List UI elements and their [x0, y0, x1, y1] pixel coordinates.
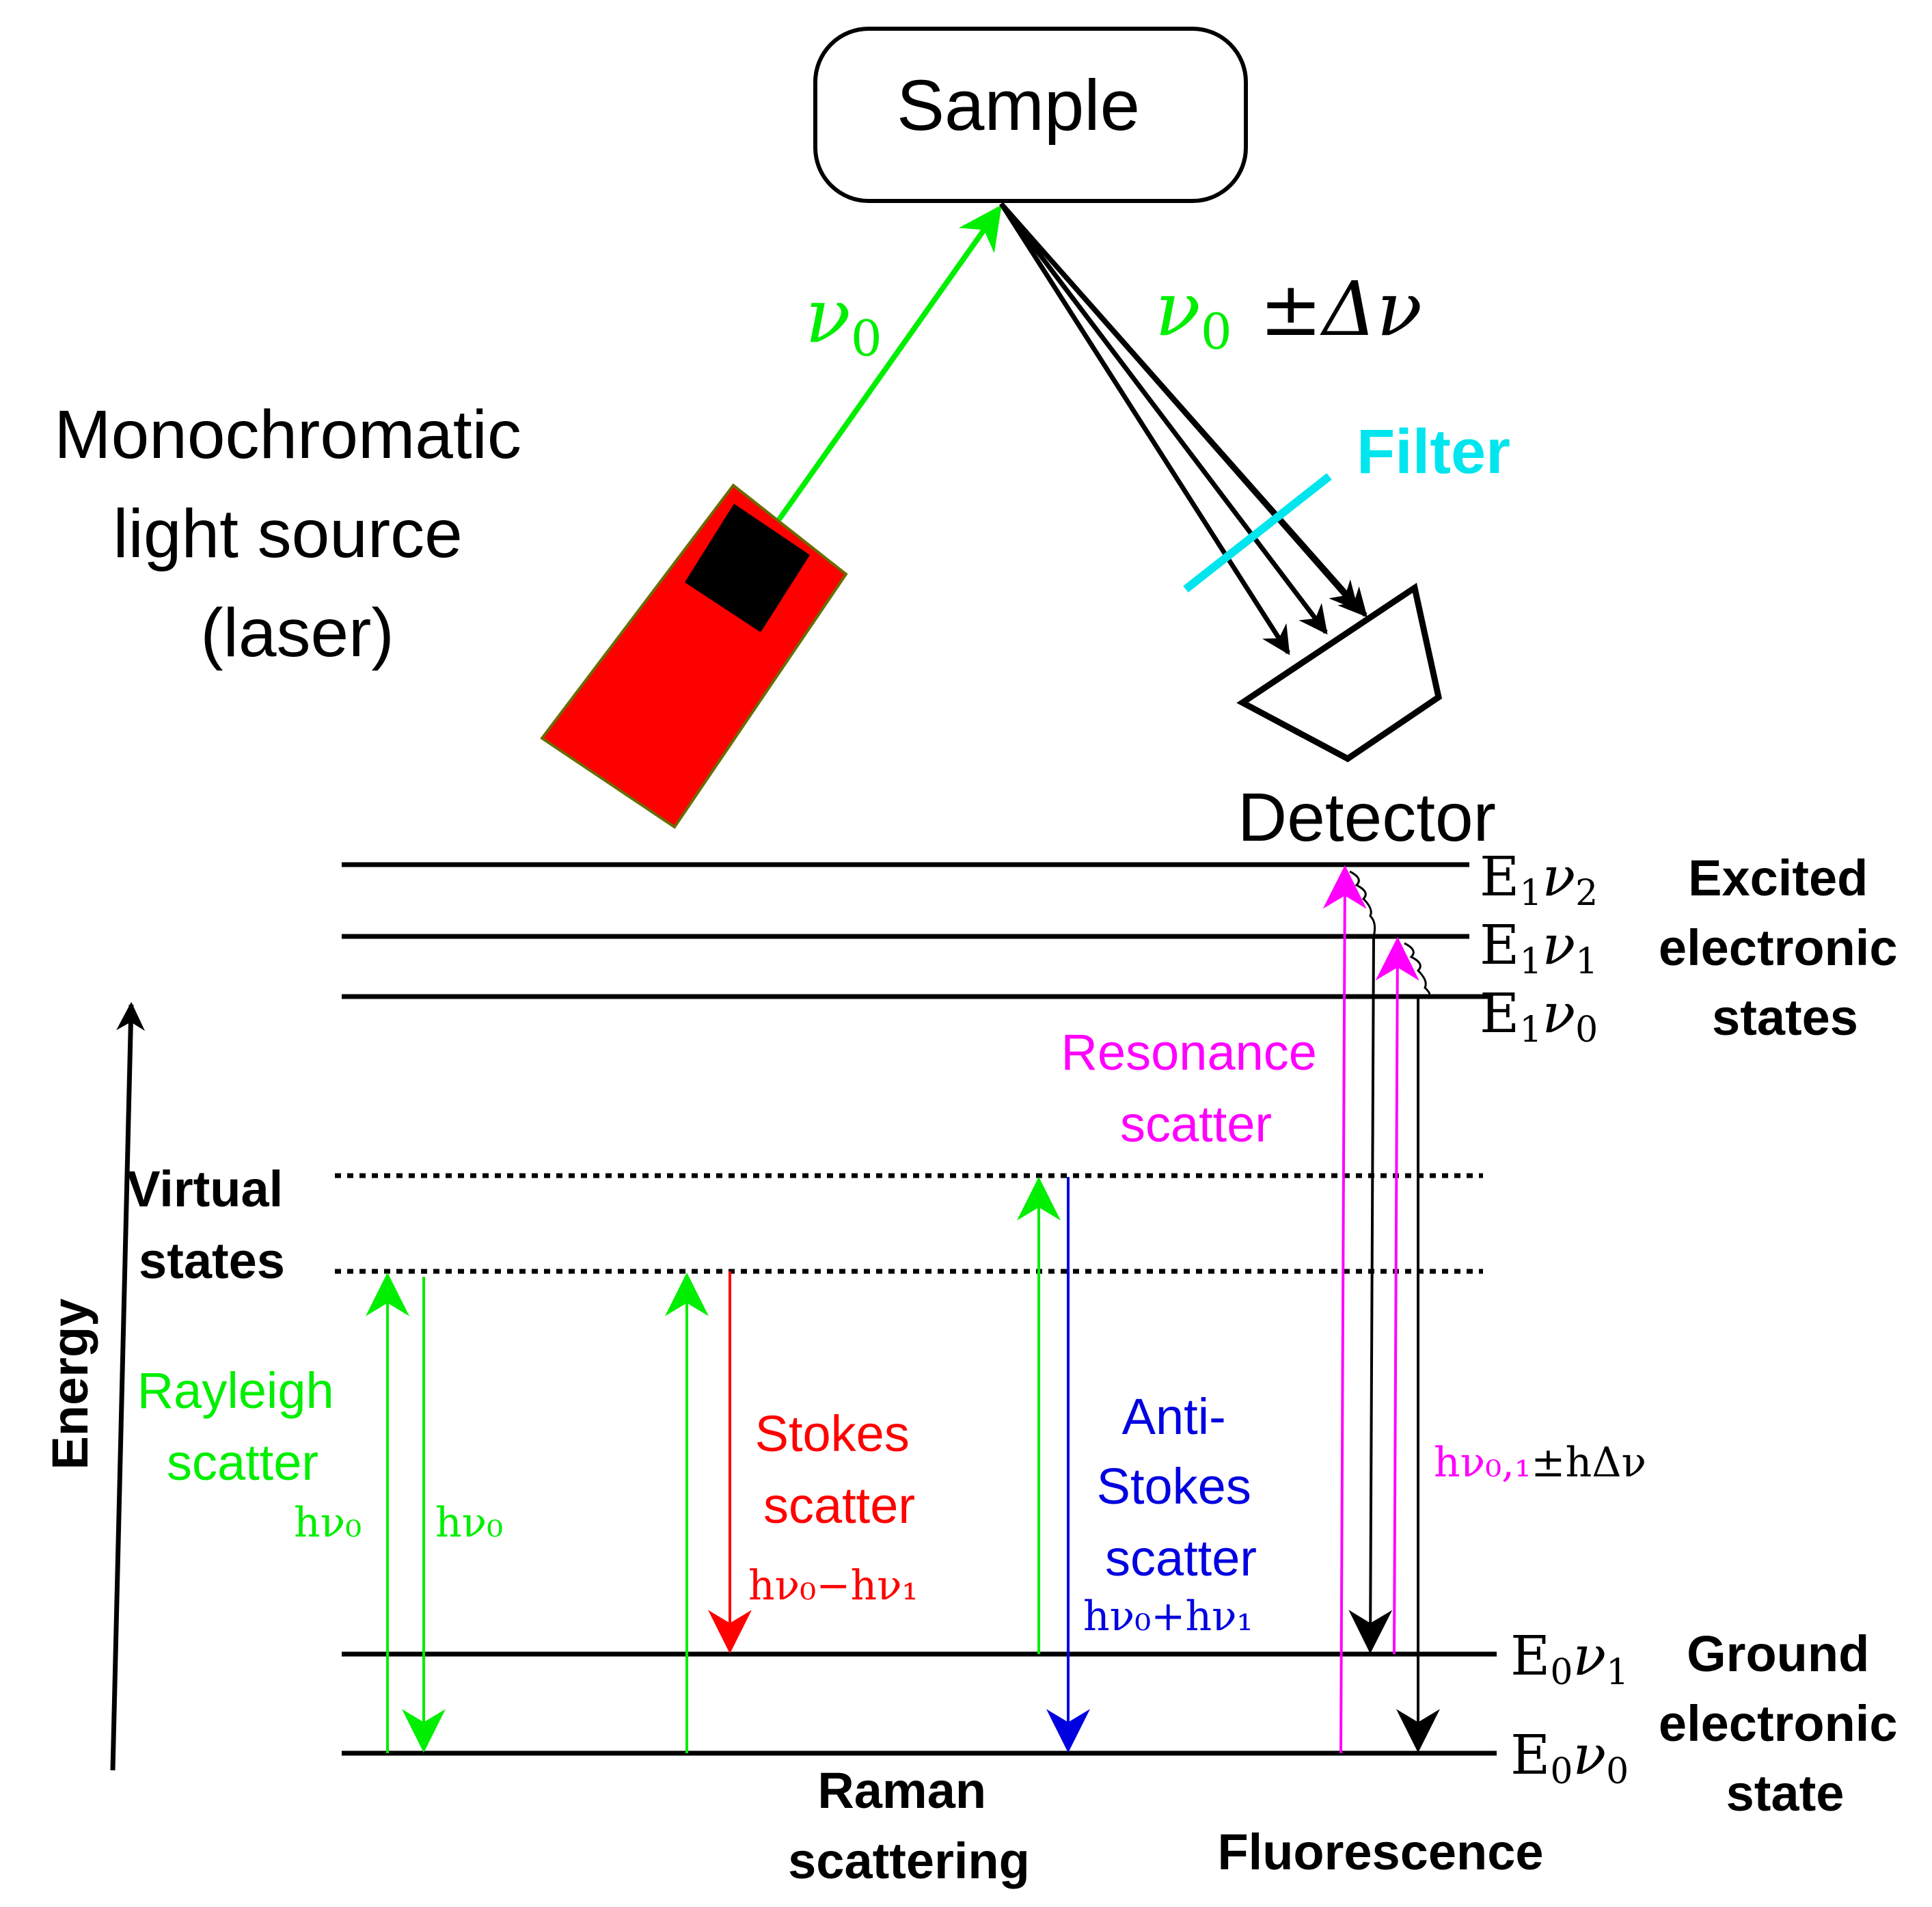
ground-levels	[342, 1651, 1497, 1756]
detector-label: Detector	[1238, 779, 1496, 856]
anti-stokes-label: Anti- Stokes scatter	[1097, 1388, 1266, 1586]
virtual-states-label: Virtual states	[126, 1161, 297, 1289]
excited-level-labels: E1ν2 E1ν1 E1ν0	[1480, 845, 1598, 1051]
excited-states-label: Excited electronic states	[1659, 850, 1911, 1046]
detector-icon	[1236, 582, 1443, 763]
scattered-frequency-label: ν0±Δν	[1155, 265, 1422, 360]
raman-scattering-label: Raman scattering	[788, 1762, 1030, 1889]
ground-state-label: Ground electronic state	[1659, 1625, 1911, 1822]
fluorescence-energy: hν₀,₁±hΔν	[1434, 1439, 1646, 1487]
fluorescence-label: Fluorescence	[1217, 1824, 1543, 1880]
sample-label: Sample	[897, 66, 1140, 146]
sample-box: Sample	[813, 27, 1248, 203]
stokes-label: Stokes scatter	[755, 1405, 924, 1534]
virtual-levels	[335, 1173, 1483, 1274]
stokes-energy: hν₀−hν₁	[748, 1562, 919, 1610]
energy-axis-arrow	[110, 1001, 146, 1771]
svg-text:E1ν0: E1ν0	[1480, 982, 1598, 1051]
svg-text:E0ν0: E0ν0	[1510, 1723, 1629, 1792]
rayleigh-label: Rayleigh scatter	[137, 1362, 349, 1491]
incident-frequency-label: ν0	[805, 272, 882, 367]
scattered-beams	[999, 202, 1368, 655]
filter-line	[1183, 473, 1332, 593]
svg-text:E0ν1: E0ν1	[1510, 1624, 1629, 1693]
vibrational-relaxation-marks	[1349, 870, 1431, 996]
svg-text:E1ν2: E1ν2	[1480, 845, 1598, 914]
stokes-arrows	[665, 1271, 752, 1753]
rayleigh-up-energy: hν₀	[294, 1499, 362, 1547]
ground-level-labels: E0ν1 E0ν0	[1510, 1624, 1629, 1792]
fluorescence-arrows	[1322, 865, 1440, 1754]
energy-axis-label: Energy	[42, 1299, 98, 1470]
anti-stokes-arrows	[1017, 1176, 1090, 1753]
incident-beam	[776, 204, 1002, 522]
filter-label: Filter	[1357, 417, 1510, 487]
anti-stokes-energy: hν₀+hν₁	[1083, 1593, 1253, 1640]
svg-text:E1ν1: E1ν1	[1480, 913, 1598, 982]
rayleigh-arrows	[366, 1272, 446, 1753]
excited-levels	[342, 862, 1490, 999]
resonance-label: Resonance scatter	[1061, 1024, 1331, 1152]
laser-source	[540, 483, 848, 829]
laser-source-label: Monochromatic light source (laser)	[54, 396, 540, 671]
rayleigh-down-energy: hν₀	[435, 1499, 503, 1547]
